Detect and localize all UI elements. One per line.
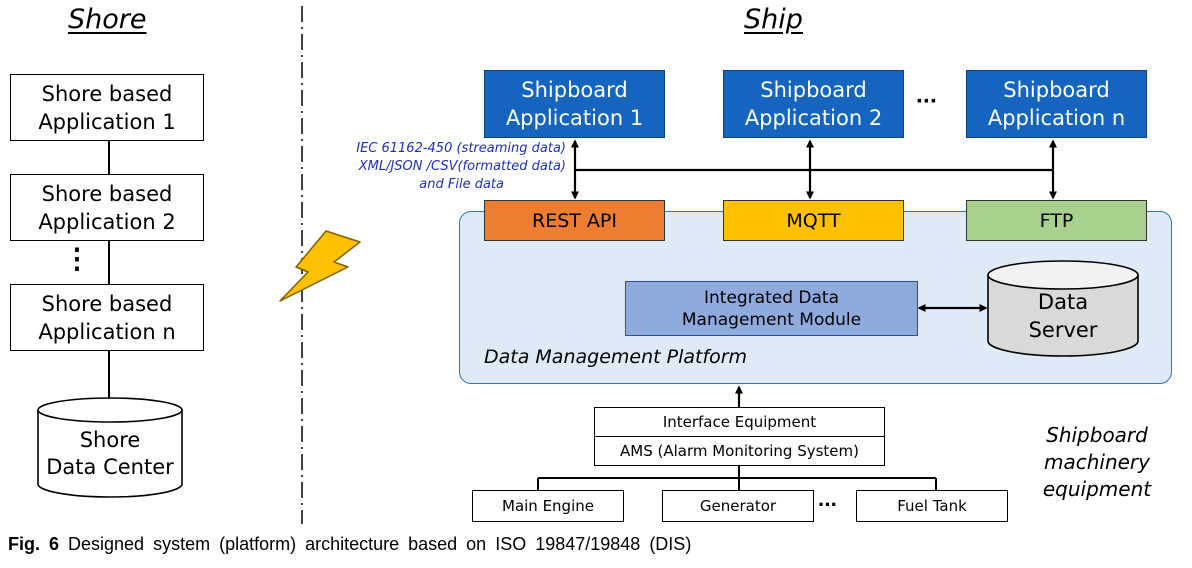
protocol-mqtt: MQTT [723,200,904,241]
shore-data-center-line1: Shore [79,428,141,452]
lightning-bolt-icon [279,230,361,302]
data-server-line2: Server [1028,318,1098,342]
module-line2: Management Module [681,309,862,330]
data-server-line1: Data [1037,290,1089,314]
protocol-ftp: FTP [966,200,1147,241]
shipboard-app-n: Shipboard Application n [966,70,1147,138]
shipboard-app-2-line1: Shipboard [760,78,867,102]
shore-app-1: Shore based Application 1 [10,74,204,141]
data-server-label: Data Server [986,286,1140,346]
shore-app-2-line1: Shore based [41,181,173,206]
protocol-rest-api: REST API [484,200,665,241]
interface-equipment: Interface Equipment [594,407,885,437]
shore-app-n-line1: Shore based [41,291,173,316]
shore-app-1-line2: Application 1 [38,109,176,134]
machinery-label-line3: equipment [1042,477,1152,501]
shore-app-n-line2: Application n [38,319,176,344]
machinery-fuel-tank: Fuel Tank [856,490,1008,522]
machinery-label-line1: Shipboard [1046,423,1148,447]
shore-connector-line [108,140,110,410]
shipboard-machinery-label: Shipboard machinery equipment [1024,422,1170,503]
shore-data-center-line2: Data Center [46,455,174,479]
formats-note-line2: XML/JSON /CSV(formatted data) [358,159,566,174]
shipboard-app-1-line1: Shipboard [521,78,628,102]
formats-note-line1: IEC 61162-450 (streaming data) [356,141,566,156]
shore-data-center-cylinder [37,397,183,498]
shore-app-2: Shore based Application 2 [10,174,204,241]
machinery-main-engine: Main Engine [472,490,624,522]
shore-app-1-line1: Shore based [41,81,173,106]
data-management-platform-label: Data Management Platform [484,346,748,368]
machinery-ellipsis: ··· [818,492,838,517]
data-formats-note: IEC 61162-450 (streaming data) XML/JSON … [314,140,566,194]
shipboard-app-2-line2: Application 2 [744,106,883,130]
shipboard-app-1-line2: Application 1 [505,106,644,130]
module-line1: Integrated Data [703,287,840,308]
ship-heading: Ship [744,4,803,35]
shore-heading: Shore [68,4,147,35]
shipboard-app-2: Shipboard Application 2 [723,70,904,138]
integrated-data-management-module: Integrated Data Management Module [625,281,918,336]
figure-caption-text: Designed system (platform) architecture … [59,534,692,554]
machinery-label-line2: machinery [1043,450,1150,474]
shore-app-2-line2: Application 2 [38,209,176,234]
shipboard-app-1: Shipboard Application 1 [484,70,665,138]
figure-number: Fig. 6 [8,534,60,554]
alarm-monitoring-system: AMS (Alarm Monitoring System) [594,436,885,466]
data-server-cylinder [987,260,1139,357]
shipboard-app-n-line2: Application n [987,106,1126,130]
shore-app-n: Shore based Application n [10,284,204,351]
shipboard-app-n-line1: Shipboard [1003,78,1110,102]
figure-caption: Fig. 6 Designed system (platform) archit… [8,534,691,555]
shipboard-apps-ellipsis: ··· [916,88,938,115]
machinery-generator: Generator [662,490,814,522]
formats-note-line3: and File data [419,177,504,192]
shore-data-center-label: Shore Data Center [36,426,184,482]
